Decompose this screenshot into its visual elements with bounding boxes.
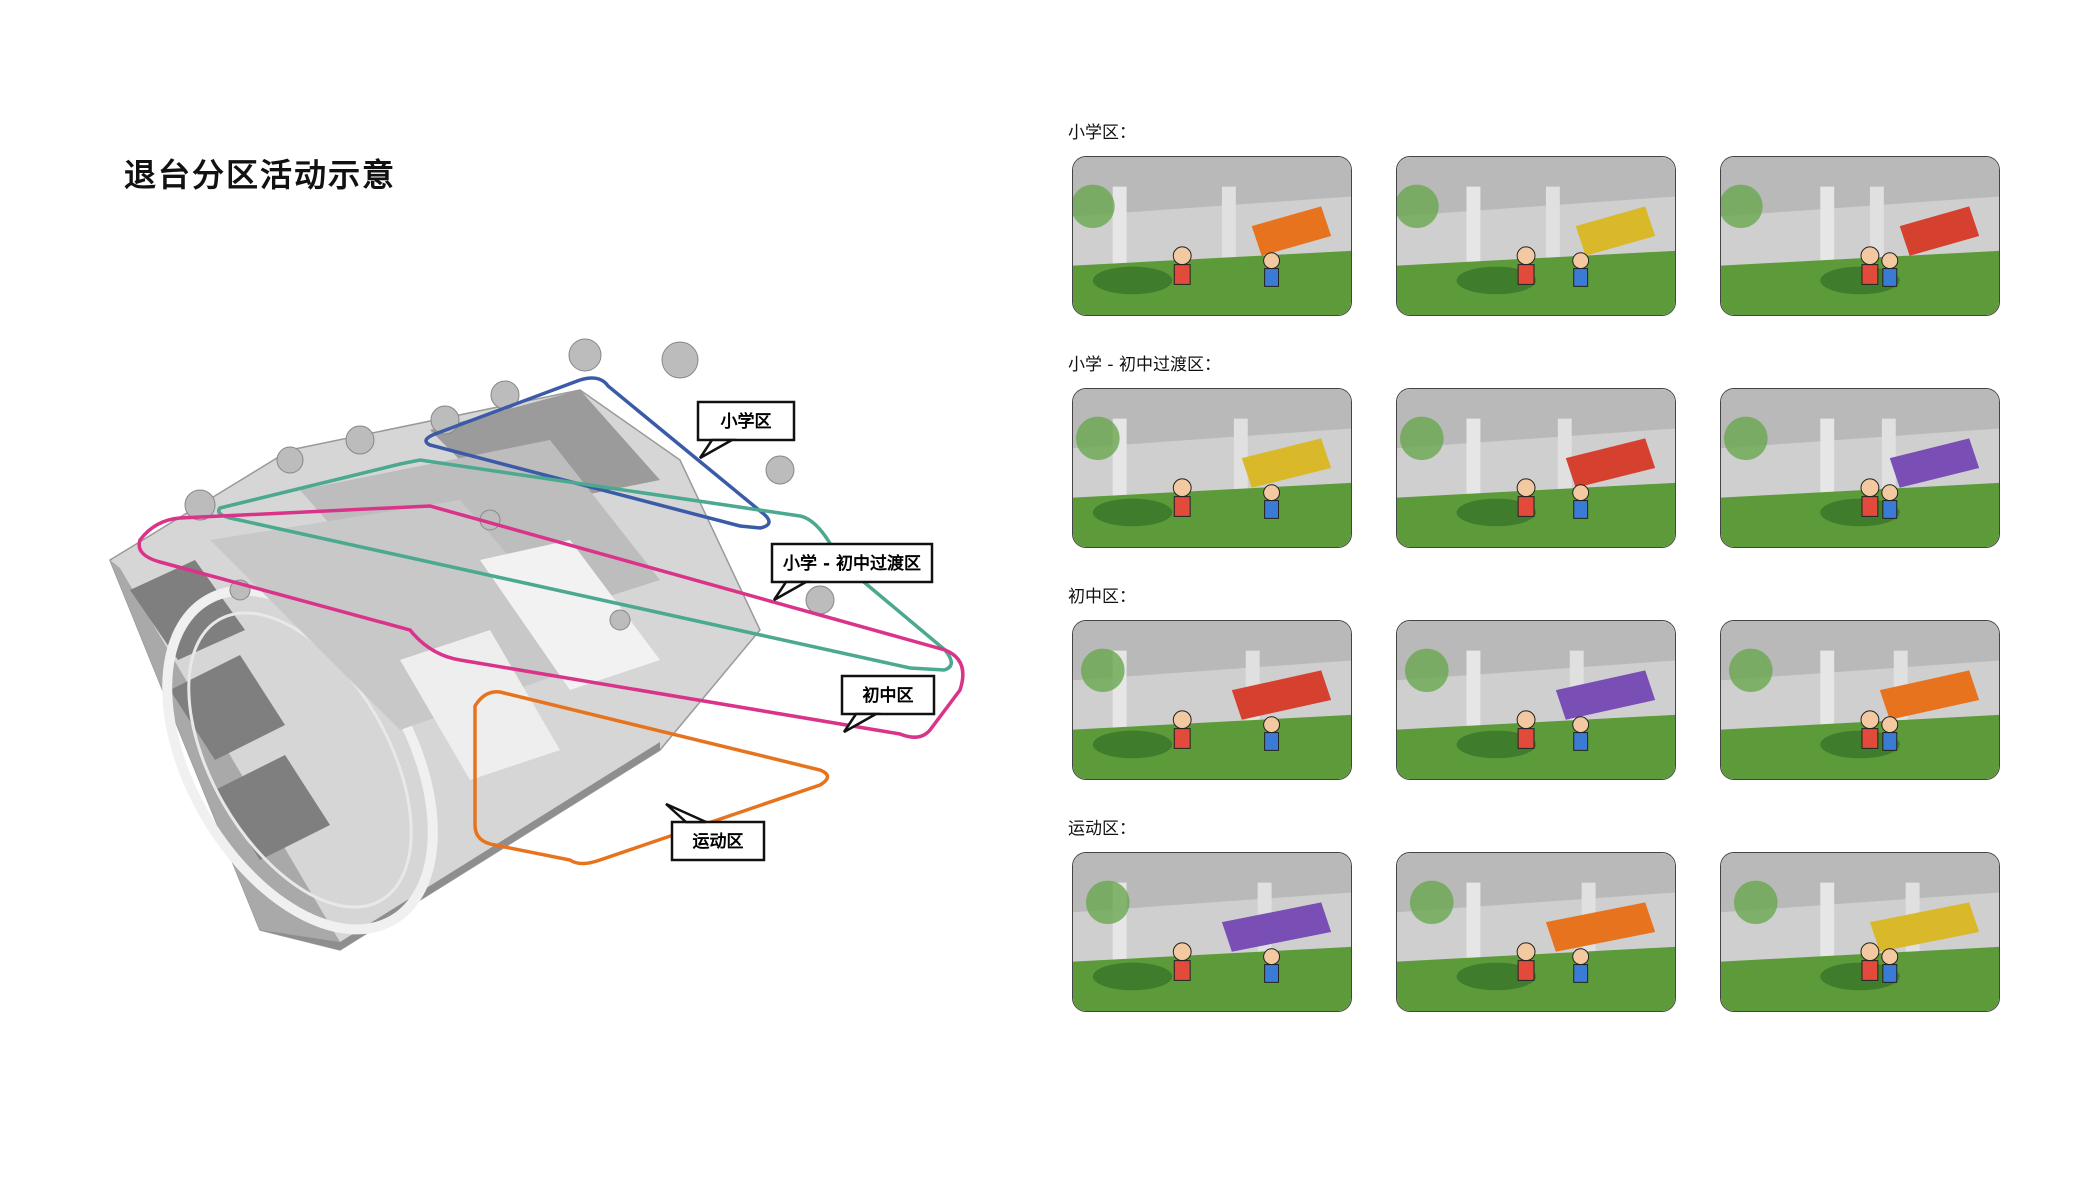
zone-label-sports: 运动区： bbox=[1068, 819, 1136, 839]
scene-thumbnail bbox=[1720, 620, 2000, 780]
callout-sports: 运动区 bbox=[665, 802, 766, 862]
scene-thumbnail bbox=[1072, 620, 1352, 780]
scene-thumbnail bbox=[1072, 852, 1352, 1012]
scene-thumbnail bbox=[1396, 852, 1676, 1012]
sports-field-stripes bbox=[130, 560, 330, 860]
zone-label-middle: 初中区： bbox=[1068, 587, 1136, 607]
scene-thumbnail bbox=[1072, 388, 1352, 548]
courtyard-white-2 bbox=[400, 630, 560, 780]
zone-outline-sports bbox=[473, 690, 830, 866]
callout-middle: 初中区 bbox=[840, 674, 936, 734]
courtyard-white bbox=[480, 540, 660, 690]
terrace-axonometric-diagram: 小学区 小学 - 初中过渡区 初中区 运动区 bbox=[109, 338, 965, 951]
scene-thumbnail bbox=[1396, 620, 1676, 780]
zone-label-primary: 小学区： bbox=[1068, 123, 1136, 143]
zone-outline-middle bbox=[137, 504, 965, 739]
zone-outline-primary bbox=[424, 376, 771, 530]
zone-label-transition: 小学 - 初中过渡区： bbox=[1068, 355, 1221, 375]
callout-sports-label: 运动区 bbox=[693, 832, 744, 852]
scene-thumbnail bbox=[1072, 156, 1352, 316]
scene-thumbnail bbox=[1720, 388, 2000, 548]
scene-thumbnail bbox=[1396, 388, 1676, 548]
running-track-inner bbox=[187, 611, 413, 909]
callout-primary: 小学区 bbox=[696, 400, 796, 460]
scene-thumbnail bbox=[1396, 156, 1676, 316]
callout-transition: 小学 - 初中过渡区 bbox=[770, 542, 934, 602]
callout-middle-label: 初中区 bbox=[863, 685, 914, 706]
page-title: 退台分区活动示意 bbox=[124, 156, 397, 194]
scene-thumbnail bbox=[1720, 852, 2000, 1012]
tree-canopies bbox=[184, 338, 835, 631]
callout-transition-label: 小学 - 初中过渡区 bbox=[783, 553, 921, 574]
callout-primary-label: 小学区 bbox=[721, 411, 772, 432]
scene-thumbnail bbox=[1720, 156, 2000, 316]
